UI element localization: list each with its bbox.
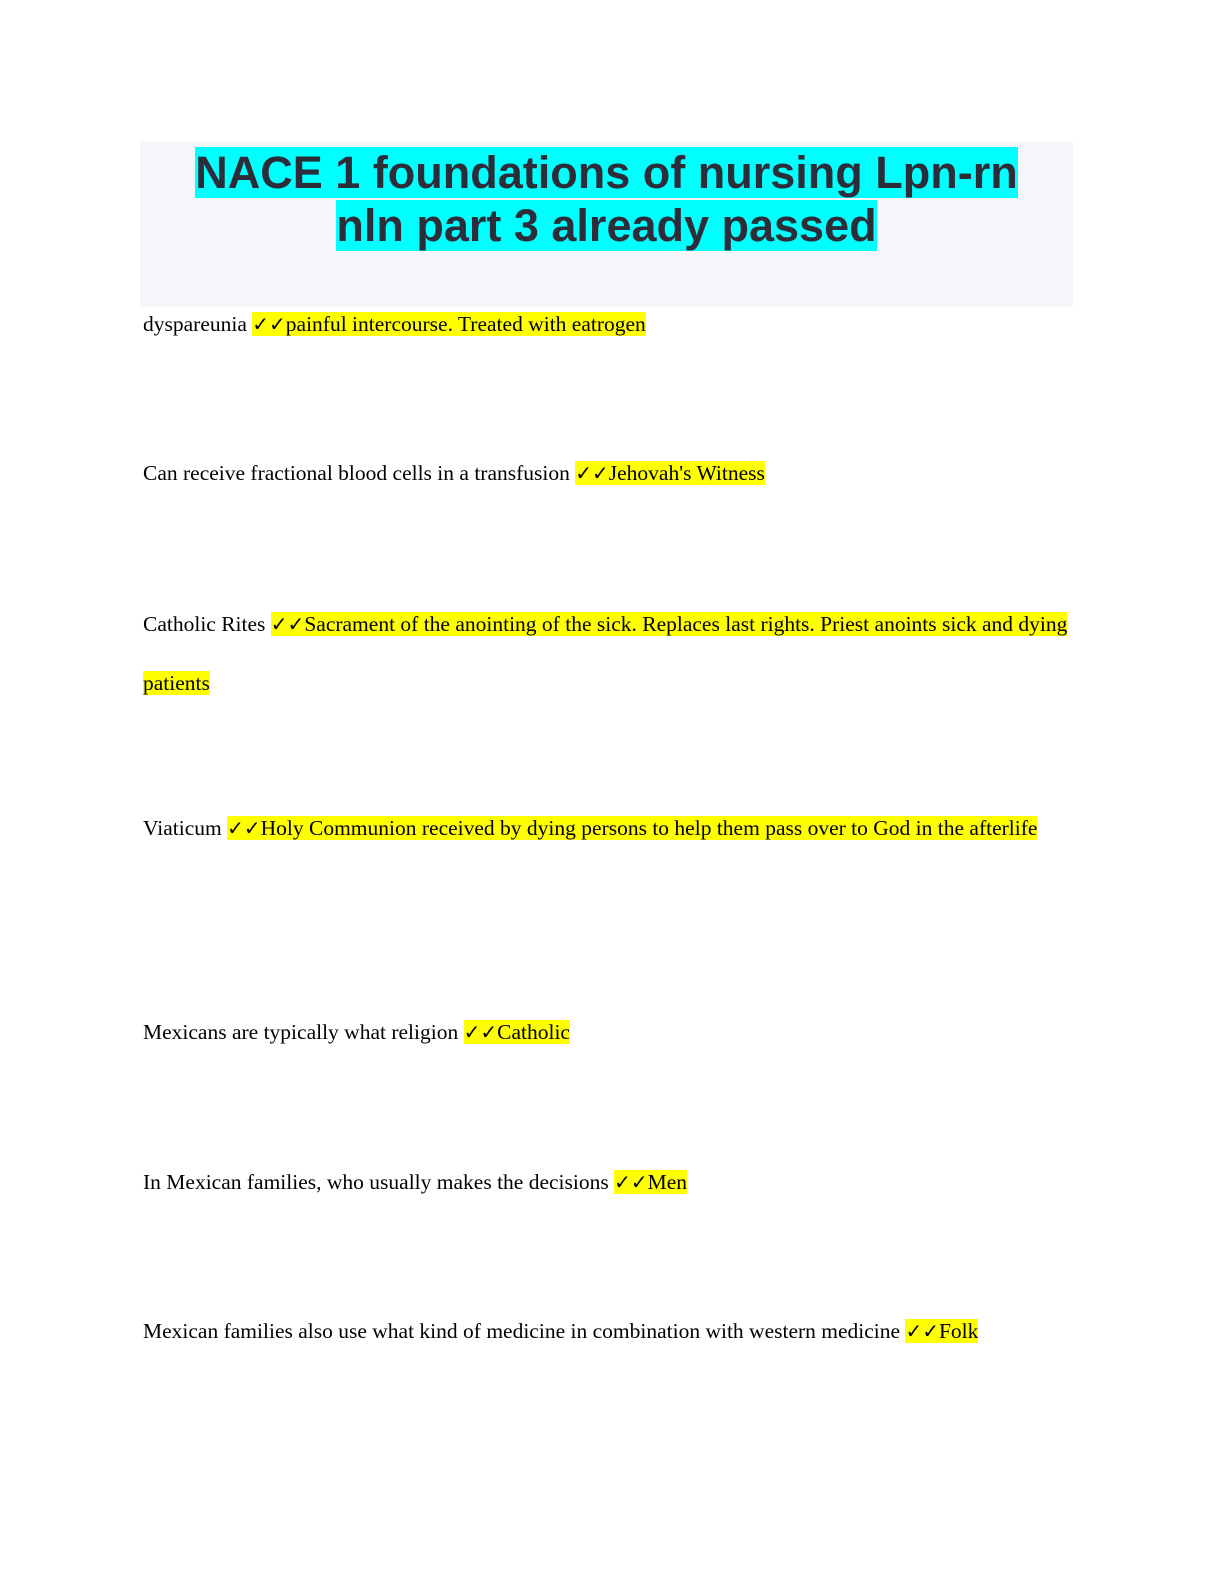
answer-highlight: ✓✓Sacrament of the anointing of the sick… [143, 612, 1068, 695]
qa-item: Can receive fractional blood cells in a … [143, 444, 1078, 503]
qa-item: Catholic Rites ✓✓Sacrament of the anoint… [143, 595, 1078, 713]
question-text: dyspareunia [143, 312, 247, 336]
check-mark-icon: ✓✓ [227, 816, 261, 840]
title-banner: NACE 1 foundations of nursing Lpn-rn nln… [140, 142, 1073, 307]
question-text: In Mexican families, who usually makes t… [143, 1170, 609, 1194]
question-text: Viaticum [143, 816, 222, 840]
check-mark-icon: ✓✓ [463, 1020, 498, 1044]
document-title: NACE 1 foundations of nursing Lpn-rn nln… [140, 142, 1073, 252]
answer-highlight: ✓✓Jehovah's Witness [575, 461, 765, 485]
check-mark-icon: ✓✓ [614, 1170, 648, 1194]
answer-highlight: ✓✓Holy Communion received by dying perso… [227, 816, 1038, 840]
answer-highlight: ✓✓Folk [905, 1319, 979, 1343]
qa-item: In Mexican families, who usually makes t… [143, 1153, 1078, 1212]
answer-text: Holy Communion received by dying persons… [260, 816, 1038, 840]
title-line-2: nln part 3 already passed [336, 200, 877, 251]
check-mark-icon: ✓✓ [270, 612, 305, 636]
qa-item: Mexican families also use what kind of m… [143, 1302, 1078, 1361]
answer-text: Men [647, 1170, 688, 1194]
question-text: Can receive fractional blood cells in a … [143, 461, 570, 485]
answer-highlight: ✓✓Men [614, 1170, 688, 1194]
question-text: Mexican families also use what kind of m… [143, 1319, 901, 1343]
question-text: Catholic Rites [143, 612, 266, 636]
qa-item: dyspareunia ✓✓painful intercourse. Treat… [143, 295, 1078, 354]
qa-item: Viaticum ✓✓Holy Communion received by dy… [143, 799, 1078, 858]
question-text: Mexicans are typically what religion [143, 1020, 459, 1044]
answer-text: Jehovah's Witness [608, 461, 765, 485]
check-mark-icon: ✓✓ [905, 1319, 939, 1343]
title-line-1: NACE 1 foundations of nursing Lpn-rn [195, 147, 1018, 198]
check-mark-icon: ✓✓ [575, 461, 609, 485]
answer-text: Catholic [497, 1020, 570, 1044]
answer-text: Sacrament of the anointing of the sick. … [143, 612, 1068, 695]
answer-text: painful intercourse. Treated with eatrog… [285, 312, 646, 336]
answer-highlight: ✓✓painful intercourse. Treated with eatr… [252, 312, 646, 336]
answer-text: Folk [938, 1319, 979, 1343]
qa-item: Mexicans are typically what religion ✓✓C… [143, 1003, 1078, 1062]
check-mark-icon: ✓✓ [252, 312, 286, 336]
answer-highlight: ✓✓Catholic [463, 1020, 570, 1044]
